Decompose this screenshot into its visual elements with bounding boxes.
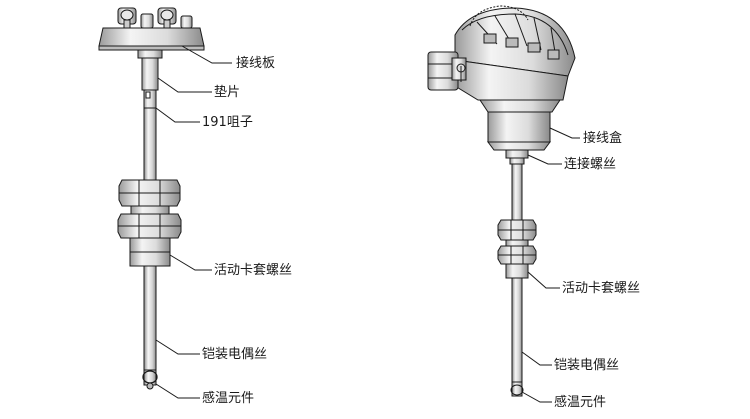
right-junction-box (427, 5, 576, 151)
right-rod-upper (511, 163, 523, 221)
leader-right-sheath (521, 351, 552, 366)
label-left-terminal-board: 接线板 (236, 56, 276, 71)
label-right-sensing-element: 感温元件 (554, 395, 607, 410)
label-left-sensing-element: 感温元件 (202, 391, 255, 406)
leader-left-terminal-board (181, 45, 232, 64)
right-sheath (511, 277, 523, 383)
left-assembly (98, 7, 205, 390)
left-sheath (143, 265, 157, 371)
right-assembly (427, 5, 576, 397)
leader-left-gasket (157, 77, 212, 93)
left-terminal-board (98, 7, 205, 51)
label-left-ferrule-thread: 活动卡套螺丝 (214, 263, 293, 278)
label-right-junction-box: 接线盒 (583, 131, 623, 146)
label-left-plug: 191咀子 (202, 115, 253, 130)
leader-left-sheath (155, 339, 200, 355)
right-ferrule-fitting (497, 219, 537, 279)
leader-right-tip (521, 391, 552, 403)
label-right-sheathed-thermocouple: 铠装电偶丝 (554, 358, 620, 373)
label-right-connecting-thread: 连接螺丝 (564, 157, 617, 172)
label-left-sheathed-thermocouple: 铠装电偶丝 (202, 347, 268, 362)
leader-left-plug (155, 107, 200, 123)
leader-left-ferrule (169, 254, 212, 271)
left-sensing-tip (142, 369, 158, 390)
left-rod-upper (143, 107, 157, 181)
leader-right-connecting-thread (527, 154, 562, 165)
leader-right-junction-box (549, 127, 580, 139)
left-gasket (137, 49, 163, 109)
right-sensing-tip (510, 381, 524, 397)
leader-left-tip (155, 383, 200, 399)
leader-lines (155, 45, 580, 403)
right-connecting-thread (505, 149, 529, 165)
left-ferrule-fitting (117, 179, 182, 267)
label-left-gasket: 垫片 (214, 85, 241, 100)
label-right-ferrule-thread: 活动卡套螺丝 (562, 281, 641, 296)
leader-right-ferrule (527, 271, 560, 289)
